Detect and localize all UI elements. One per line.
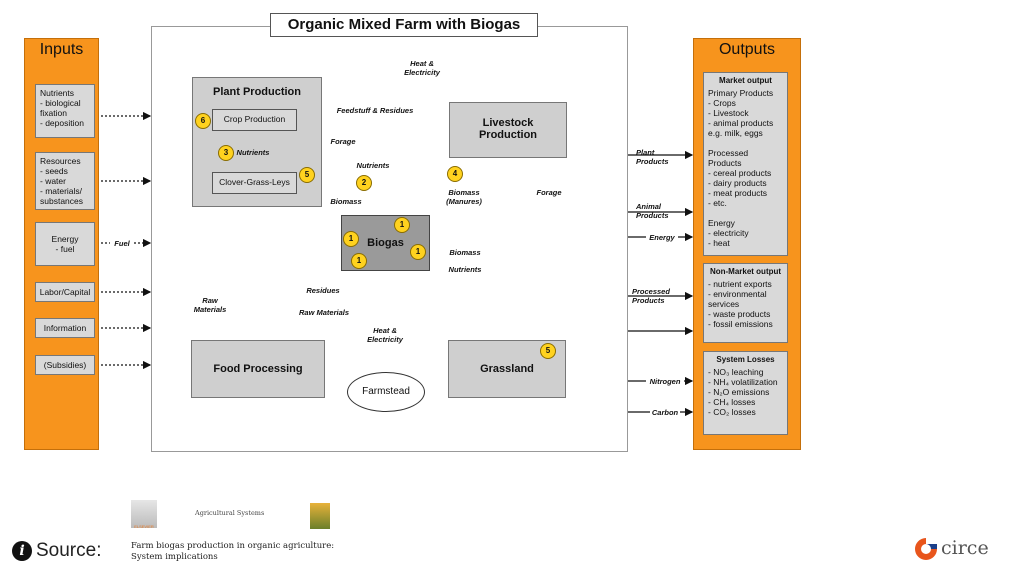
market-output-box: Market output Primary Products - Crops -… (703, 72, 788, 256)
badge-1-bottom: 1 (351, 253, 367, 269)
badge-2: 2 (356, 175, 372, 191)
biogas-title: Biogas (367, 237, 404, 249)
system-losses-text: - NO₃ leaching - NH₄ volatilization - N₂… (708, 367, 778, 417)
market-output-text: Primary Products - Crops - Livestock - a… (708, 88, 774, 248)
food-processing-title: Food Processing (213, 363, 303, 375)
badge-1-right: 1 (410, 244, 426, 260)
livestock-production-title: Livestock Production (478, 117, 538, 141)
market-output-heading: Market output (719, 76, 772, 85)
diagram-title: Organic Mixed Farm with Biogas (270, 13, 538, 37)
paper-title[interactable]: Farm biogas production in organic agricu… (131, 541, 335, 562)
publisher-name: ELSEVIER (134, 524, 154, 529)
badge-3: 3 (218, 145, 234, 161)
farmstead-ellipse: Farmstead (347, 372, 425, 412)
inputs-title: Inputs (39, 41, 84, 58)
label-feedstuff-residues: Feedstuff & Residues (325, 106, 425, 115)
input-energy: Energy - fuel (35, 222, 95, 266)
label-plant-products: Plant Products (636, 148, 669, 166)
badge-5-grassland: 5 (540, 343, 556, 359)
label-energy: Energy (646, 233, 678, 242)
non-market-output-box: Non-Market output - nutrient exports - e… (703, 263, 788, 343)
food-processing-block: Food Processing (191, 340, 325, 398)
info-icon: i (12, 541, 32, 561)
circe-logo-icon (915, 538, 937, 560)
input-labor-capital: Labor/Capital (35, 282, 95, 302)
label-processed-products: Processed Products (632, 287, 670, 305)
input-resources: Resources - seeds - water - materials/ s… (35, 152, 95, 210)
plant-production-title: Plant Production (213, 86, 301, 98)
fuel-label: Fuel (114, 239, 130, 248)
system-losses-box: System Losses - NO₃ leaching - NH₄ volat… (703, 351, 788, 435)
badge-5-clover: 5 (299, 167, 315, 183)
journal-cover-icon (310, 503, 330, 529)
source-label: Source: (36, 540, 102, 561)
label-heat-electricity-bottom: Heat & Electricity (360, 326, 410, 344)
label-nutrients-biogas: Nutrients (356, 161, 390, 170)
input-information: Information (35, 318, 95, 338)
farmstead-label: Farmstead (362, 386, 410, 397)
label-nutrients-inner: Nutrients (236, 148, 270, 157)
label-heat-electricity-top: Heat & Electricity (404, 59, 440, 77)
grassland-title: Grassland (480, 363, 534, 375)
circe-logo-text: circe (941, 537, 989, 559)
label-raw-materials-mid: Raw Materials (295, 308, 353, 317)
non-market-output-text: - nutrient exports - environmental servi… (708, 279, 773, 329)
label-residues: Residues (301, 286, 345, 295)
label-biomass-right: Biomass (443, 248, 487, 257)
livestock-production-block: Livestock Production (449, 102, 567, 158)
input-nutrients: Nutrients - biological fixation - deposi… (35, 84, 95, 138)
clover-grass-leys-box: Clover-Grass-Leys (212, 172, 297, 194)
system-losses-heading: System Losses (716, 355, 775, 364)
label-carbon: Carbon (650, 408, 680, 417)
label-animal-products: Animal Products (636, 202, 669, 220)
badge-4: 4 (447, 166, 463, 182)
elsevier-logo-icon (131, 500, 157, 528)
label-forage-top: Forage (326, 137, 360, 146)
journal-name: Agricultural Systems (195, 509, 265, 517)
label-nutrients-right: Nutrients (443, 265, 487, 274)
label-biomass-plant: Biomass (330, 197, 362, 206)
non-market-output-heading: Non-Market output (709, 267, 782, 276)
label-forage-right: Forage (532, 188, 566, 197)
badge-1-left: 1 (343, 231, 359, 247)
badge-6: 6 (195, 113, 211, 129)
outputs-title: Outputs (718, 41, 776, 58)
label-biomass-manures: Biomass (Manures) (446, 188, 482, 206)
crop-production-box: Crop Production (212, 109, 297, 131)
badge-1-top: 1 (394, 217, 410, 233)
label-nitrogen: Nitrogen (646, 377, 684, 386)
label-raw-materials-left: Raw Materials (188, 296, 232, 314)
input-subsidies: (Subsidies) (35, 355, 95, 375)
